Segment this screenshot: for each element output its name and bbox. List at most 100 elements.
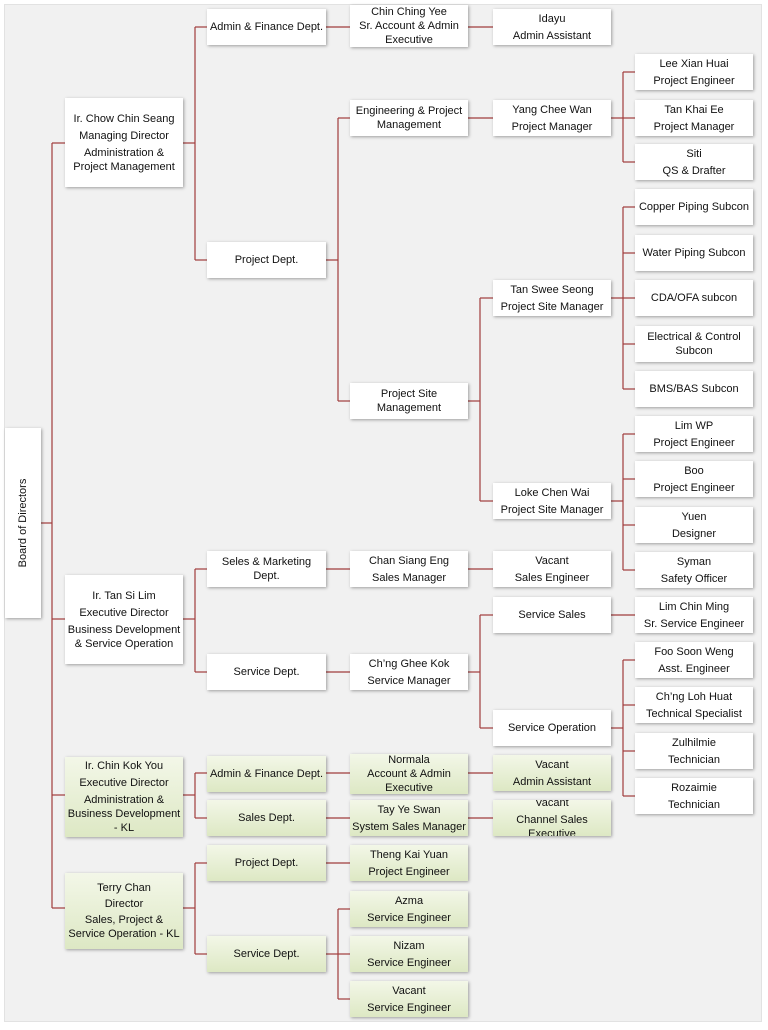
staff-title: Project Manager xyxy=(653,120,735,133)
dept-admin-finance: Admin & Finance Dept. xyxy=(207,9,326,45)
staff-tay-ye-swan: Tay Ye Swan System Sales Manager xyxy=(350,800,468,836)
staff-name: Yuen xyxy=(681,510,707,523)
staff-title: Service Engineer xyxy=(367,1001,451,1014)
staff-idayu: Idayu Admin Assistant xyxy=(493,9,611,45)
staff-title: Technician xyxy=(668,798,720,811)
director-chin-kok-you: Ir. Chin Kok You Executive Director Admi… xyxy=(65,757,183,837)
director-title: Executive Director xyxy=(79,606,169,619)
staff-name: Vacant xyxy=(535,800,569,809)
staff-name: Ch’ng Ghee Kok xyxy=(368,657,450,670)
director-portfolio: Administration & Business Development - … xyxy=(67,794,181,834)
dept-sales-marketing: Seles & Marketing Dept. xyxy=(207,551,326,587)
staff-name: Vacant xyxy=(535,554,569,567)
director-portfolio: Business Development & Service Operation xyxy=(67,623,181,650)
subcon-water-piping: Water Piping Subcon xyxy=(635,235,753,271)
dept-admin-finance-kl: Admin & Finance Dept. xyxy=(207,756,326,792)
director-chow-chin-seang: Ir. Chow Chin Seang Managing Director Ad… xyxy=(65,98,183,187)
dept-label: Admin & Finance Dept. xyxy=(209,768,324,780)
staff-name: Loke Chen Wai xyxy=(514,486,590,499)
staff-title: Technical Specialist xyxy=(646,707,742,720)
staff-name: Normala xyxy=(388,754,430,766)
staff-name: Boo xyxy=(684,464,704,477)
dept-label: Project Site Management xyxy=(376,388,442,414)
staff-yang-chee-wan: Yang Chee Wan Project Manager xyxy=(493,100,611,136)
dept-project: Project Dept. xyxy=(207,242,326,278)
staff-title: Admin Assistant xyxy=(512,29,592,42)
staff-vacant-channel-sales: Vacant Channel Sales Executive xyxy=(493,800,611,836)
subcon-label: CDA/OFA subcon xyxy=(650,292,738,304)
staff-title: Admin Assistant xyxy=(512,775,592,788)
staff-rozaimie: Rozaimie Technician xyxy=(635,778,753,814)
staff-tan-khai-ee: Tan Khai Ee Project Manager xyxy=(635,100,753,136)
dept-project-kl: Project Dept. xyxy=(207,845,326,881)
director-name: Terry Chan xyxy=(97,882,151,894)
staff-name: Lim Chin Ming xyxy=(658,600,730,613)
dept-label: Seles & Marketing Dept. xyxy=(221,556,312,582)
dept-service: Service Dept. xyxy=(207,654,326,690)
staff-zulhilmie: Zulhilmie Technician xyxy=(635,733,753,769)
staff-title: Safety Officer xyxy=(660,572,728,585)
dept-project-site-management: Project Site Management xyxy=(350,383,468,419)
staff-title: Service Engineer xyxy=(367,956,451,969)
dept-label: Service Operation xyxy=(507,722,597,734)
staff-lim-chin-ming: Lim Chin Ming Sr. Service Engineer xyxy=(635,597,753,633)
staff-title: Sr. Service Engineer xyxy=(643,617,745,630)
director-title: Managing Director xyxy=(79,129,169,142)
dept-label: Service Sales xyxy=(518,609,586,621)
staff-siti: Siti QS & Drafter xyxy=(635,144,753,180)
staff-vacant-admin-assistant: Vacant Admin Assistant xyxy=(493,755,611,791)
staff-name: Siti xyxy=(686,147,702,160)
staff-name: Vacant xyxy=(535,758,569,771)
staff-name: Tan Swee Seong xyxy=(510,283,594,296)
staff-title: Project Engineer xyxy=(368,865,450,878)
staff-chin-ching-yee: Chin Ching Yee Sr. Account & Admin Execu… xyxy=(350,5,468,47)
staff-yuen: Yuen Designer xyxy=(635,507,753,543)
staff-normala: Normala Account & Admin Executive xyxy=(350,754,468,794)
staff-syman: Syman Safety Officer xyxy=(635,552,753,588)
staff-title: Sales Manager xyxy=(372,571,446,584)
board-of-directors-box: Board of Directors xyxy=(5,428,41,618)
staff-loke-chen-wai: Loke Chen Wai Project Site Manager xyxy=(493,483,611,519)
subcon-electrical-control: Electrical & Control Subcon xyxy=(635,326,753,362)
staff-title: Sr. Account & Admin Executive xyxy=(359,20,459,46)
staff-name: Idayu xyxy=(538,12,566,25)
staff-name: Azma xyxy=(394,894,424,907)
staff-title: Technician xyxy=(668,753,720,766)
director-title: Director xyxy=(104,898,144,910)
director-name: Ir. Chow Chin Seang xyxy=(73,112,175,125)
staff-title: Channel Sales Executive xyxy=(516,813,588,837)
staff-name: Foo Soon Weng xyxy=(654,645,734,658)
staff-lim-wp: Lim WP Project Engineer xyxy=(635,416,753,452)
staff-title: Project Engineer xyxy=(653,436,735,449)
staff-name: Yang Chee Wan xyxy=(512,103,592,116)
staff-title: Designer xyxy=(671,527,717,540)
staff-title: Project Site Manager xyxy=(500,300,604,313)
staff-tan-swee-seong: Tan Swee Seong Project Site Manager xyxy=(493,280,611,316)
dept-service-sales: Service Sales xyxy=(493,597,611,633)
staff-vacant-sales-engineer: Vacant Sales Engineer xyxy=(493,551,611,587)
staff-name: Lee Xian Huai xyxy=(659,57,729,70)
dept-label: Project Dept. xyxy=(234,254,299,266)
dept-label: Admin & Finance Dept. xyxy=(209,21,324,33)
director-name: Ir. Chin Kok You xyxy=(84,760,164,772)
dept-label: Project Dept. xyxy=(234,857,299,869)
staff-chan-siang-eng: Chan Siang Eng Sales Manager xyxy=(350,551,468,587)
staff-name: Theng Kai Yuan xyxy=(369,848,449,861)
dept-service-operation: Service Operation xyxy=(493,710,611,746)
board-of-directors-label: Board of Directors xyxy=(17,478,29,568)
dept-engineering-project-management: Engineering & Project Management xyxy=(350,100,468,136)
subcon-copper-piping: Copper Piping Subcon xyxy=(635,189,753,225)
staff-title: Service Manager xyxy=(367,674,451,687)
staff-vacant-service-engineer: Vacant Service Engineer xyxy=(350,981,468,1017)
staff-name: Ch’ng Loh Huat xyxy=(655,690,733,703)
staff-name: Tan Khai Ee xyxy=(664,103,724,116)
staff-title: Service Engineer xyxy=(367,911,451,924)
director-tan-si-lim: Ir. Tan Si Lim Executive Director Busine… xyxy=(65,575,183,664)
staff-name: Vacant xyxy=(392,984,426,997)
staff-azma: Azma Service Engineer xyxy=(350,891,468,927)
subcon-label: Electrical & Control Subcon xyxy=(647,331,741,357)
subcon-label: Copper Piping Subcon xyxy=(638,201,750,213)
staff-title: Asst. Engineer xyxy=(658,662,730,675)
director-portfolio: Administration & Project Management xyxy=(73,146,175,173)
